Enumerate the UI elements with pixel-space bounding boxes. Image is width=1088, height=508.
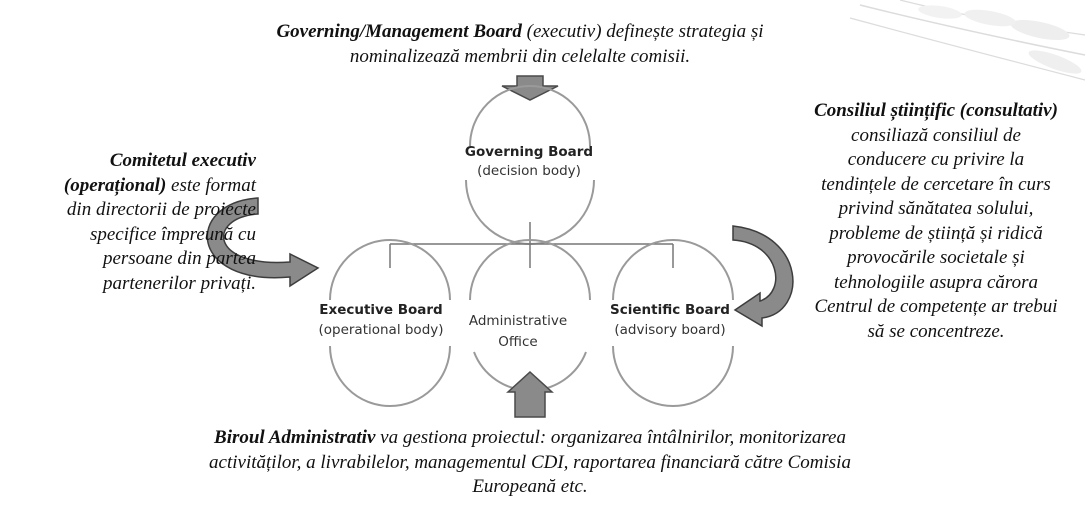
executive-line4: specifice împreună cu: [89, 223, 256, 245]
scientific-line3: conducere cu privire la: [847, 149, 1025, 170]
executive-committee-heading2: (operațional): [63, 174, 167, 196]
curved-arrow-left-icon: [206, 197, 320, 288]
executive-line6: partenerilor privați.: [102, 272, 256, 294]
governing-line1: (executiv) definește strategia și: [521, 21, 764, 42]
executive-line2: este format: [166, 174, 256, 196]
scientific-line6: probleme de știință și ridică: [829, 222, 1043, 244]
executive-line3: din directorii de proiecte: [66, 199, 256, 220]
executive-line5: persoane din partea: [102, 248, 256, 269]
scientific-line7: provocările societale și: [847, 247, 1025, 268]
org-connectors: [389, 222, 674, 268]
scientific-board-subtitle: (advisory board): [614, 322, 725, 338]
governing-board-title: Governing Board: [465, 144, 593, 160]
scientific-line4: tendințele de cercetare în curs: [821, 173, 1051, 195]
curved-arrow-right-icon: [732, 225, 794, 328]
scientific-line9: Centrul de competențe ar trebui: [814, 296, 1058, 317]
scientific-board-title: Scientific Board: [610, 302, 730, 318]
administrative-line1: va gestiona proiectul: organizarea întâl…: [375, 427, 846, 448]
governing-board-description: Governing/Management Board (executiv) de…: [170, 20, 870, 69]
governing-board-heading: Governing/Management Board: [276, 21, 522, 42]
up-arrow-icon: [506, 370, 554, 418]
executive-board-node: [329, 239, 451, 407]
administrative-office-subtitle: Office: [498, 334, 537, 350]
scientific-line5: privind sănătatea solului,: [838, 198, 1034, 219]
executive-committee-description: Comitetul executiv (operațional) este fo…: [0, 149, 256, 296]
down-arrow-icon: [501, 75, 559, 101]
wheat-decoration: [849, 0, 1086, 81]
administrative-office-heading: Biroul Administrativ: [214, 427, 376, 448]
administrative-office-description: Biroul Administrativ va gestiona proiect…: [100, 426, 960, 500]
governing-board-subtitle: (decision body): [477, 163, 581, 179]
executive-board-subtitle: (operational body): [318, 322, 443, 338]
executive-committee-heading: Comitetul executiv: [109, 150, 256, 171]
scientific-council-heading: Consiliul științific (consultativ): [814, 100, 1058, 121]
scientific-line2: consiliază consiliul de: [851, 124, 1021, 146]
scientific-line10: să se concentreze.: [867, 320, 1005, 342]
administrative-office-title: Administrative: [469, 313, 567, 329]
administrative-line3: Europeană etc.: [472, 476, 588, 497]
executive-board-title: Executive Board: [319, 302, 442, 318]
scientific-line8: tehnologiile asupra cărora: [833, 271, 1039, 293]
scientific-council-description: Consiliul științific (consultativ) consi…: [786, 99, 1086, 344]
administrative-line2: activităților, a livrabilelor, managemen…: [209, 451, 851, 473]
governing-line2: nominalizează membrii din celelalte comi…: [349, 45, 691, 67]
scientific-board-node: [612, 239, 734, 407]
